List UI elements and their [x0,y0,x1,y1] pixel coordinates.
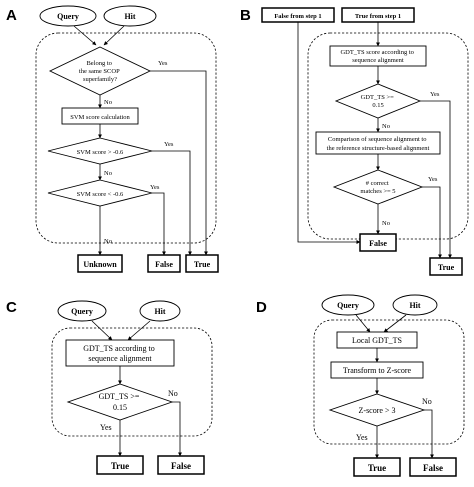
d-edge-hit [383,314,407,333]
a-hit-label: Hit [124,12,135,21]
c-edge-no [172,401,182,457]
c-outcome-true [96,455,144,475]
c-edge-query [91,320,113,341]
panel-letter-b: B [240,7,251,24]
b-outcome-true-label: True [438,263,455,272]
a-no-label-1: No [104,99,112,106]
c-process-gdt-label: GDT_TS according to sequence alignment [83,344,157,363]
b-edge-yes-matches [422,186,442,259]
c-decision-gdt-label: GDT_TS >= 0.15 [99,392,142,412]
panel-b: B False from step 1 True from step 1 GDT… [240,7,469,276]
b-yes-label-2: Yes [428,176,438,183]
b-outcome-true [429,257,463,276]
b-yes-label-1: Yes [430,91,440,98]
d-process-transform-label: Transform to Z-score [343,366,412,375]
a-outcome-unknown [77,254,123,273]
d-edge-query [355,314,371,333]
d-edge-no [424,409,434,459]
c-outcome-true-label: True [111,461,129,471]
b-edge-false-step1 [297,22,361,244]
b-decision-matches [332,169,424,205]
a-svm-process-label: SVM score calculation [70,114,130,121]
a-outcome-false [147,254,181,273]
b-outcome-false-label: False [369,239,387,248]
a-decision-scop-label: Belong to the same SCOP superfamily? [79,60,121,83]
c-decision-gdt [66,383,174,421]
a-query-label: Query [57,12,79,21]
c-hit-label: Hit [154,307,165,316]
panel-letter-a: A [6,7,17,24]
d-yes-label: Yes [356,433,368,442]
d-query-label: Query [337,301,359,310]
a-hit-node [103,5,157,27]
d-decision-zscore-label: Z-score > 3 [359,406,396,415]
c-outcome-false-label: False [171,461,191,471]
panel-letter-c: C [6,299,17,316]
a-yes-label-1: Yes [158,60,168,67]
d-outcome-false-label: False [423,463,443,473]
c-edge-hit [127,320,151,341]
b-process-compare-label: Comparison of sequence alignment to the … [327,136,430,152]
c-process-gdt [65,339,175,367]
panel-d: D Query Hit Local GDT_TS Transform to Z-… [256,294,465,477]
b-no-label-1: No [382,123,390,130]
panel-a-boundary [35,32,217,244]
c-yes-label: Yes [100,423,112,432]
a-outcome-unknown-label: Unknown [83,260,117,269]
a-decision-svm-lt-label: SVM score < -0.6 [77,191,124,198]
b-decision-gdt-label: GDT_TS >= 0.15 [361,94,396,109]
b-edge-yes-gdt [420,100,452,259]
panel-d-boundary [313,319,465,445]
b-no-label-2: No [382,220,390,227]
d-no-label: No [422,397,432,406]
a-no-label-3: No [104,238,112,245]
c-hit-node [139,300,181,322]
b-input-true-step1-label: True from step 1 [355,13,401,20]
d-hit-label: Hit [409,301,420,310]
a-outcome-false-label: False [155,260,173,269]
d-outcome-false [409,457,457,477]
a-edge-yes-svm-lt [152,192,166,256]
b-decision-gdt [334,83,422,119]
d-hit-node [392,294,438,316]
b-decision-matches-label: # correct matches >= 5 [360,180,395,195]
d-outcome-true [353,457,401,477]
panel-letter-d: D [256,299,267,316]
a-edge-query [73,25,97,46]
a-yes-label-3: Yes [150,184,160,191]
a-outcome-true [185,254,219,273]
b-outcome-false [359,233,397,252]
a-edge-yes-scop [150,70,208,256]
panel-c: C Query Hit GDT_TS according to sequence… [6,299,213,475]
c-query-label: Query [71,307,93,316]
b-process-gdt-label: GDT_TS score according to sequence align… [340,49,415,64]
panel-a: A Query Hit Belong to the same SCOP supe… [6,5,219,273]
c-outcome-false [157,455,205,475]
a-outcome-true-label: True [194,260,211,269]
c-query-node [57,300,107,322]
a-edge-yes-svm-gt [152,150,192,256]
d-query-node [321,294,375,316]
a-edge-hit [103,25,125,46]
a-query-node [39,5,97,27]
a-yes-label-2: Yes [164,141,174,148]
panel-c-boundary [51,327,213,437]
d-process-local-gdt-label: Local GDT_TS [352,336,402,345]
a-no-label-2: No [104,170,112,177]
c-no-label: No [168,389,178,398]
d-outcome-true-label: True [368,463,386,473]
a-decision-svm-gt-label: SVM score > -0.6 [77,149,124,156]
b-input-false-step1-label: False from step 1 [274,13,321,20]
